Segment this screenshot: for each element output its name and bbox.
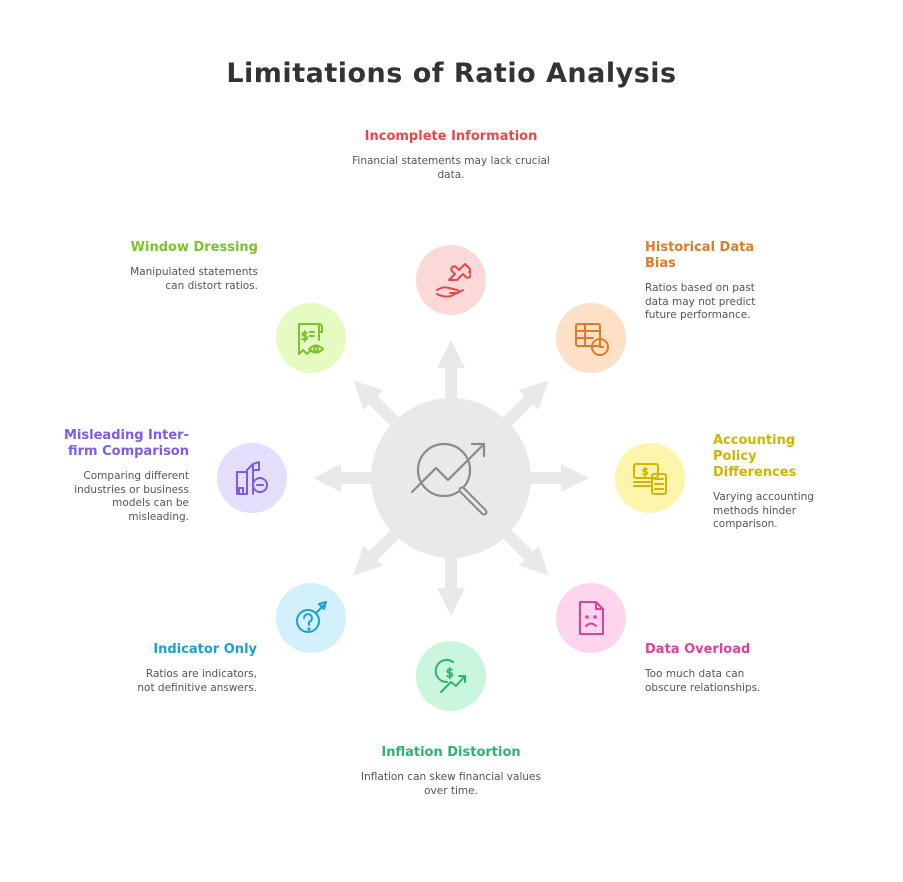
- svg-text:$: $: [446, 666, 454, 680]
- question-arrow-icon: [296, 601, 327, 633]
- buildings-minus-icon: [236, 461, 268, 495]
- node-historical-data-bias: [556, 303, 626, 373]
- svg-text:$: $: [642, 467, 648, 478]
- receipt-eye-icon: $: [298, 323, 324, 355]
- item-description: Comparing different industries or busine…: [74, 470, 189, 523]
- item-description: Ratios are indicators, not definitive an…: [137, 668, 257, 694]
- item-description: Inflation can skew financial values over…: [361, 771, 541, 797]
- diagram-title: Limitations of Ratio Analysis: [226, 58, 677, 89]
- sad-document-icon: [579, 601, 604, 635]
- chart-magnifier-icon: [410, 442, 488, 516]
- item-description: Varying accounting methods hinder compar…: [713, 491, 814, 530]
- item-title: Misleading Inter-firm Comparison: [64, 428, 189, 459]
- item-description: Financial statements may lack crucial da…: [352, 155, 550, 181]
- node-incomplete-information: [416, 245, 486, 315]
- puzzle-hand-icon: [436, 263, 471, 298]
- item-description: Ratios based on past data may not predic…: [645, 282, 756, 321]
- node-accounting-policy-differences: $: [615, 443, 685, 513]
- node-window-dressing: $: [276, 303, 346, 373]
- item-title: Inflation Distortion: [381, 745, 521, 760]
- dollar-trend-icon: $: [434, 659, 466, 693]
- node-inflation-distortion: $: [416, 641, 486, 711]
- node-indicator-only: [276, 583, 346, 653]
- node-misleading-inter-firm-comparison: [217, 443, 287, 513]
- item-title: Data Overload: [645, 642, 751, 657]
- svg-text:$: $: [301, 329, 309, 343]
- item-title: Incomplete Information: [364, 129, 538, 144]
- table-clock-icon: [575, 323, 609, 356]
- item-description: Manipulated statements can distort ratio…: [130, 266, 258, 292]
- node-data-overload: [556, 583, 626, 653]
- item-title: Window Dressing: [130, 240, 258, 255]
- money-calculator-icon: $: [633, 463, 667, 495]
- item-title: Accounting Policy Differences: [713, 433, 797, 480]
- item-title: Historical Data Bias: [645, 240, 755, 271]
- item-description: Too much data can obscure relationships.: [645, 668, 761, 694]
- item-title: Indicator Only: [153, 642, 257, 657]
